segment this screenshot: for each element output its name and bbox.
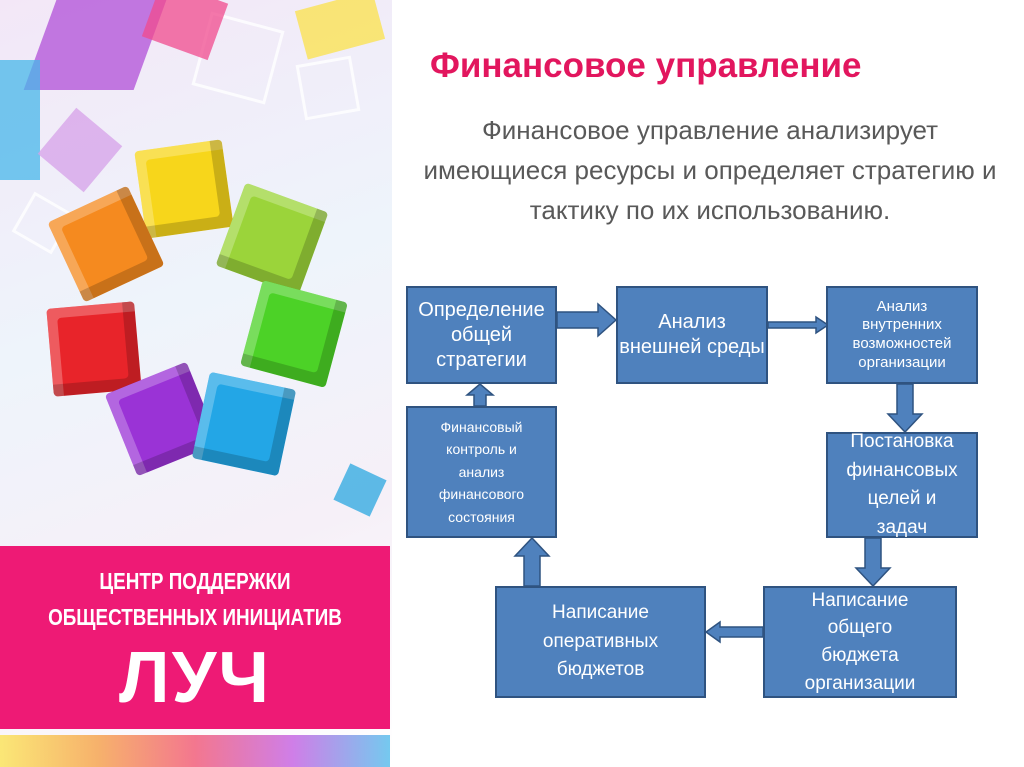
banner-line2: ОБЩЕСТВЕННЫХ ИНИЦИАТИВ (48, 604, 342, 630)
arrow-left-1 (704, 620, 764, 644)
decor-strip (0, 735, 390, 767)
step-operational-budgets: Написание оперативных бюджетов (495, 586, 706, 698)
arrow-up-1 (513, 536, 551, 587)
step-external-analysis: Анализ внешней среды (616, 286, 768, 384)
slide-title: Финансовое управление (430, 46, 862, 85)
arrow-down-2 (854, 537, 892, 588)
step-internal-analysis: Анализ внутренних возможностей организац… (826, 286, 978, 384)
organization-banner: ЦЕНТР ПОДДЕРЖКИ ОБЩЕСТВЕННЫХ ИНИЦИАТИВ Л… (0, 546, 390, 729)
banner-logo: ЛУЧ (119, 638, 271, 718)
arrow-right-1 (556, 302, 618, 338)
step-financial-control: Финансовый контроль и анализ финансового… (406, 406, 557, 538)
banner-line1: ЦЕНТР ПОДДЕРЖКИ (99, 568, 291, 594)
slide-lead: Финансовое управление анализирует имеющи… (423, 115, 997, 225)
decor-shard (0, 60, 40, 180)
arrow-down-1 (886, 383, 924, 434)
arrow-right-2 (767, 315, 830, 335)
step-general-budget: Написание общего бюджета организации (763, 586, 957, 698)
arrow-up-2 (464, 383, 496, 407)
step-financial-goals: Постановка финансовых целей и задач (826, 431, 978, 538)
step-strategy: Определение общей стратегии (406, 286, 557, 384)
decorative-panel: ЦЕНТР ПОДДЕРЖКИ ОБЩЕСТВЕННЫХ ИНИЦИАТИВ Л… (0, 0, 392, 767)
